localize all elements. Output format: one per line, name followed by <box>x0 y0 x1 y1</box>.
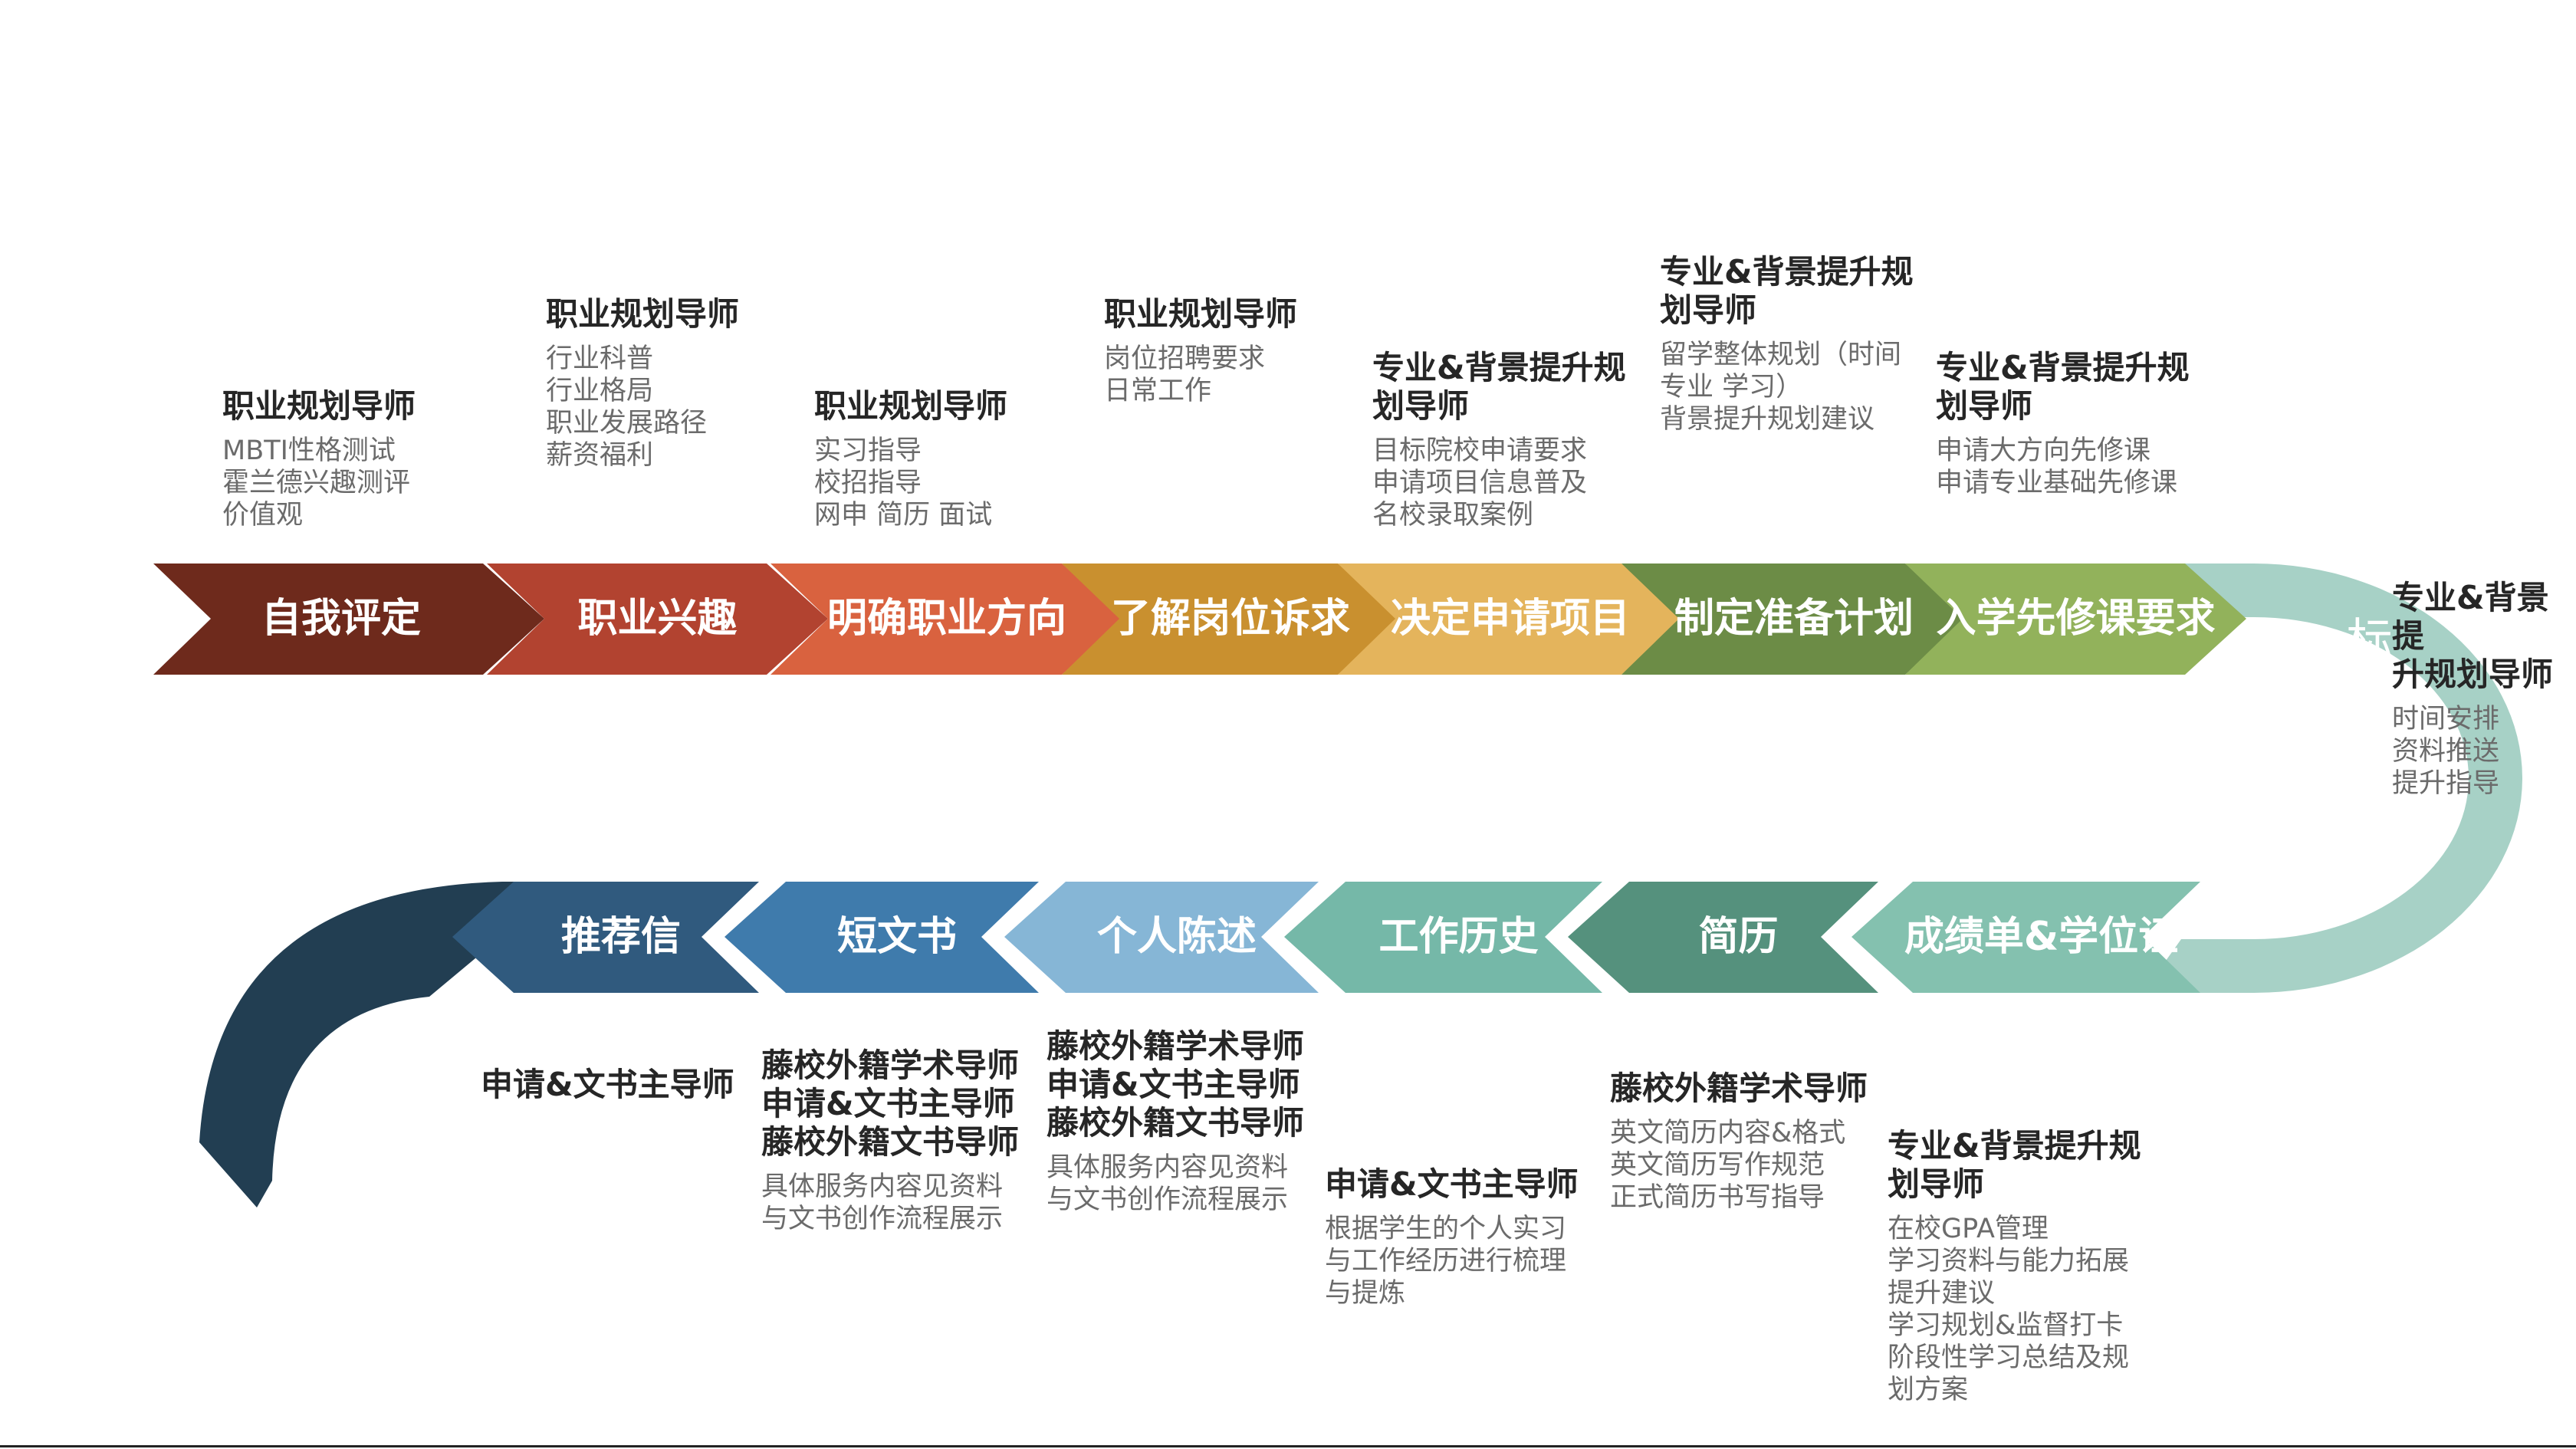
annotation-top-3-items: 实习指导 校招指导 网申 简历 面试 <box>814 435 993 531</box>
annotation-top-3-mentor: 职业规划导师 <box>814 387 1008 425</box>
annotation-top-6-mentor: 专业&背景提升规 划导师 <box>1660 253 1914 329</box>
pointer-tick-5 <box>888 993 906 1004</box>
annotation-bottom-6: 申请&文书主导师 <box>481 1066 772 1104</box>
annotation-bottom-2-items: 英文简历内容&格式 英文简历写作规范 正式简历书写指导 <box>1610 1118 1846 1213</box>
chevron-label-top-2: 职业兴趣 <box>577 596 737 642</box>
chevron-top-7 <box>1905 564 2246 675</box>
annotation-bottom-5-mentor: 藤校外籍学术导师 申请&文书主导师 藤校外籍文书导师 <box>761 1046 1020 1161</box>
chevron-top-5 <box>1338 564 1683 675</box>
annotation-bottom-2: 藤校外籍学术导师英文简历内容&格式 英文简历写作规范 正式简历书写指导 <box>1610 1070 1901 1214</box>
annotation-top-1: 职业规划导师 MBTI性格测试 霍兰德兴趣测评 价值观 <box>222 387 498 531</box>
annotation-top-4: 职业规划导师岗位招聘要求 日常工作 <box>1104 295 1380 407</box>
bottom-rule <box>0 1445 2576 1447</box>
annotation-top-2-items: 行业科普 行业格局 职业发展路径 薪资福利 <box>546 343 708 471</box>
chevron-top-1 <box>153 564 544 675</box>
annotation-top-6-items: 留学整体规划（时间 专业 学习） 背景提升规划建议 <box>1660 340 1902 435</box>
turn-label: 标化考试 <box>2338 616 2392 818</box>
annotation-bottom-3: 申请&文书主导师根据学生的个人实习 与工作经历进行梳理 与提炼 <box>1325 1165 1616 1309</box>
annotation-bottom-4-mentor: 藤校外籍学术导师 申请&文书主导师 藤校外籍文书导师 <box>1046 1027 1305 1142</box>
annotation-top-5: 专业&背景提升规 划导师目标院校申请要求 申请项目信息普及 名校录取案例 <box>1372 349 1648 531</box>
annotation-top-3: 职业规划导师实习指导 校招指导 网申 简历 面试 <box>814 387 1090 531</box>
tail-curve <box>199 882 583 1208</box>
chevron-bottom-1 <box>1852 882 2200 993</box>
annotation-top-2: 职业规划导师行业科普 行业格局 职业发展路径 薪资福利 <box>546 295 822 472</box>
chevron-top-4 <box>1062 564 1399 675</box>
annotation-top-5-items: 目标院校申请要求 申请项目信息普及 名校录取案例 <box>1372 435 1588 531</box>
chevron-bottom-2 <box>1568 882 1878 993</box>
chevron-label-top-4: 了解岗位诉求 <box>1111 596 1350 642</box>
pointer-tick-4 <box>1168 993 1186 1004</box>
annotation-bottom-3-items: 根据学生的个人实习 与工作经历进行梳理 与提炼 <box>1325 1214 1567 1309</box>
annotation-turn-mentor: 专业&背景提 升规划导师 <box>2392 579 2554 693</box>
pointer-tick-2 <box>1729 993 1748 1004</box>
chevron-label-top-1: 自我评定 <box>261 596 421 642</box>
chevron-label-top-3: 明确职业方向 <box>827 596 1066 642</box>
annotation-top-7-items: 申请大方向先修课 申请专业基础先修课 <box>1936 435 2178 498</box>
annotation-bottom-6-mentor: 申请&文书主导师 <box>481 1066 734 1103</box>
chevron-label-bottom-3: 工作历史 <box>1378 914 1538 960</box>
annotation-bottom-5: 藤校外籍学术导师 申请&文书主导师 藤校外籍文书导师具体服务内容见资料 与文书创… <box>761 1046 1053 1235</box>
chevron-label-bottom-6: 推荐信 <box>561 914 681 960</box>
chevron-label-top-6: 制定准备计划 <box>1674 596 1914 642</box>
annotation-top-1-items: MBTI性格测试 霍兰德兴趣测评 价值观 <box>222 435 411 531</box>
chevron-bottom-5 <box>724 882 1039 993</box>
annotation-turn: 专业&背景提 升规划导师时间安排 资料推送 提升指导 <box>2392 579 2572 800</box>
chevron-bottom-6 <box>452 882 759 993</box>
chevron-label-top-7: 入学先修课要求 <box>1936 596 2215 642</box>
chevron-label-bottom-2: 简历 <box>1698 914 1778 960</box>
pointer-tick-3 <box>1449 993 1468 1004</box>
chevron-label-bottom-4: 个人陈述 <box>1097 914 1257 960</box>
pointer-tick-1 <box>2032 993 2051 1004</box>
chevron-label-bottom-5: 短文书 <box>837 914 957 960</box>
chevron-label-top-5: 决定申请项目 <box>1391 596 1630 642</box>
pointer-tick-6 <box>612 993 630 1004</box>
annotation-top-4-items: 岗位招聘要求 日常工作 <box>1104 343 1266 406</box>
annotation-top-7-mentor: 专业&背景提升规 划导师 <box>1936 349 2190 425</box>
annotation-bottom-4: 藤校外籍学术导师 申请&文书主导师 藤校外籍文书导师具体服务内容见资料 与文书创… <box>1046 1027 1338 1216</box>
chevron-top-3 <box>770 564 1123 675</box>
chevron-label-bottom-1: 成绩单&学位证 <box>1904 914 2178 960</box>
chevron-top-2 <box>487 564 828 675</box>
chevron-bottom-4 <box>1004 882 1319 993</box>
annotation-top-5-mentor: 专业&背景提升规 划导师 <box>1372 349 1626 425</box>
annotation-turn-items: 时间安排 资料推送 提升指导 <box>2392 704 2500 799</box>
annotation-top-6: 专业&背景提升规 划导师留学整体规划（时间 专业 学习） 背景提升规划建议 <box>1660 253 1936 435</box>
annotation-bottom-1-mentor: 专业&背景提升规 划导师 <box>1888 1127 2141 1203</box>
annotation-top-4-mentor: 职业规划导师 <box>1104 295 1298 333</box>
annotation-bottom-5-items: 具体服务内容见资料 与文书创作流程展示 <box>761 1171 1004 1234</box>
turn-band <box>2143 564 2522 993</box>
annotation-bottom-1-items: 在校GPA管理 学习资料与能力拓展 提升建议 学习规划&监督打卡 阶段性学习总结… <box>1888 1214 2130 1405</box>
chevron-bottom-3 <box>1284 882 1602 993</box>
annotation-bottom-4-items: 具体服务内容见资料 与文书创作流程展示 <box>1046 1152 1289 1215</box>
annotation-top-1-mentor: 职业规划导师 <box>222 387 416 425</box>
annotation-bottom-3-mentor: 申请&文书主导师 <box>1325 1165 1579 1203</box>
annotation-top-2-mentor: 职业规划导师 <box>546 295 740 333</box>
annotation-top-7: 专业&背景提升规 划导师申请大方向先修课 申请专业基础先修课 <box>1936 349 2212 499</box>
annotation-bottom-2-mentor: 藤校外籍学术导师 <box>1610 1070 1868 1107</box>
annotation-bottom-1: 专业&背景提升规 划导师在校GPA管理 学习资料与能力拓展 提升建议 学习规划&… <box>1888 1127 2179 1406</box>
chevron-top-6 <box>1622 564 1967 675</box>
